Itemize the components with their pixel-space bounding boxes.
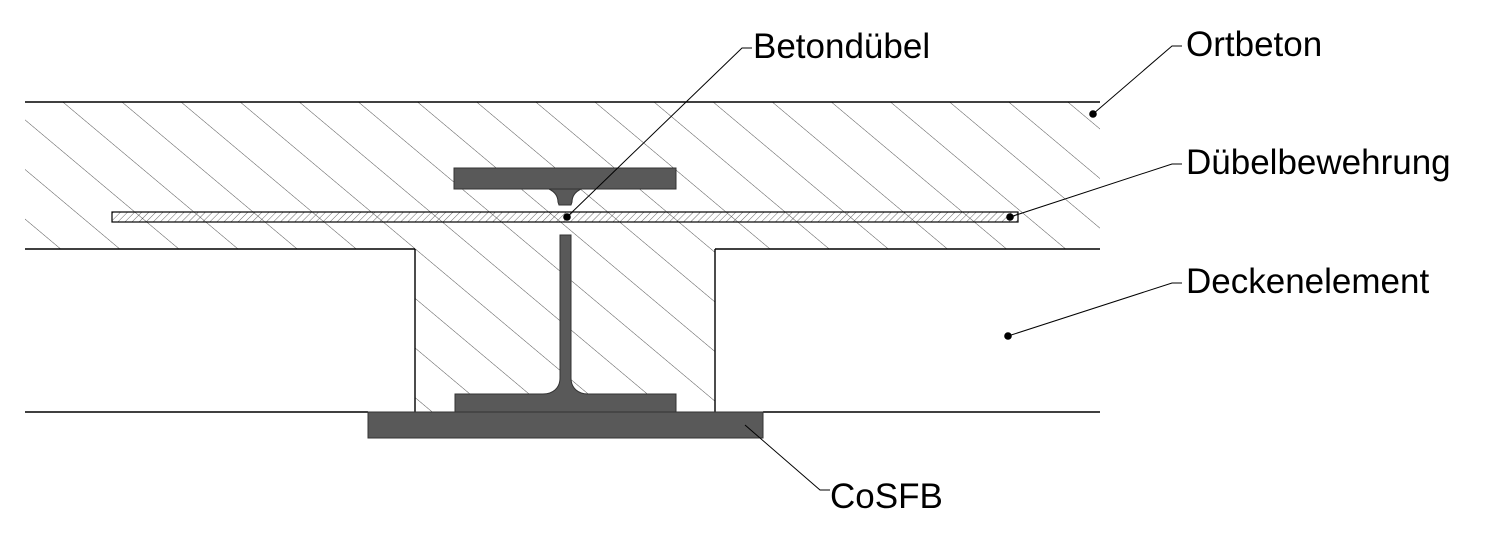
leader-cosfb [744, 424, 830, 491]
label-ortbeton: Ortbeton [1186, 25, 1322, 64]
dot-deckenelement [1004, 332, 1012, 340]
leader-lines [566, 45, 1182, 491]
dot-ortbeton [1089, 110, 1097, 118]
bottom-plate [367, 411, 764, 439]
section-outlines [25, 101, 1100, 413]
label-cosfb: CoSFB [830, 477, 943, 516]
leader-betonduebel [566, 47, 752, 218]
leader-dots [563, 110, 1097, 340]
leader-deckenelement [1007, 282, 1182, 337]
label-deckenelement: Deckenelement [1186, 262, 1429, 301]
label-betonduebel: Betondübel [753, 27, 930, 66]
upper-web-stub [548, 188, 582, 206]
leader-duebelbewehrung [1009, 163, 1182, 218]
leader-ortbeton [1092, 45, 1182, 115]
cosfb-steel-beam [367, 167, 764, 439]
dot-betonduebel [563, 213, 571, 221]
dot-duebelbewehrung [1006, 213, 1014, 221]
upper-flange [453, 167, 677, 190]
label-duebelbewehrung: Dübelbewehrung [1186, 143, 1451, 182]
